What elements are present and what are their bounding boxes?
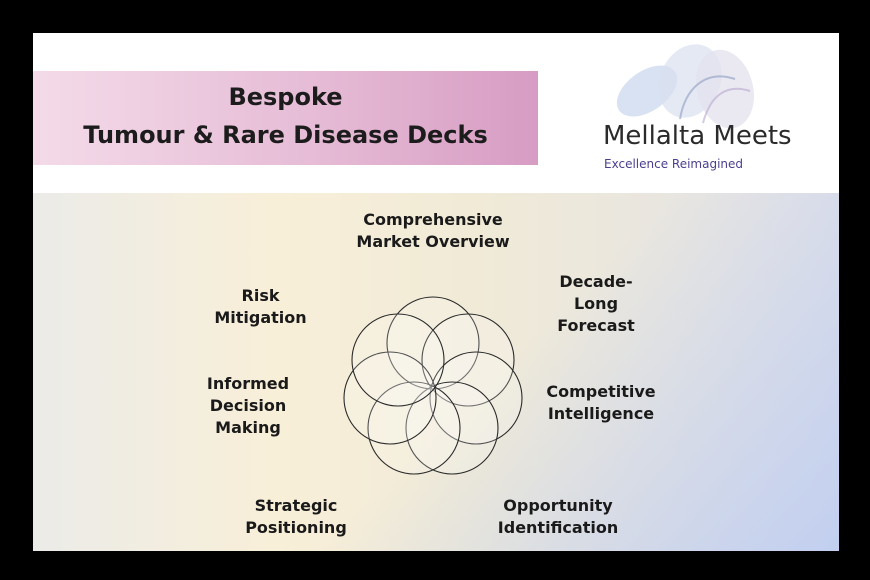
label-line: Decision [209, 396, 287, 415]
label-line: Competitive [546, 382, 656, 401]
diagram-circle [405, 381, 499, 475]
diagram-circle [351, 313, 445, 407]
label-competitive: Competitive Intelligence [541, 381, 661, 425]
label-line: Market Overview [356, 232, 510, 251]
diagram-area: Comprehensive Market Overview Decade- Lo… [33, 193, 839, 551]
overlapping-circles-diagram [343, 296, 523, 475]
diagram-circle [386, 296, 480, 390]
label-risk: Risk Mitigation [203, 285, 318, 329]
label-line: Intelligence [547, 404, 655, 423]
label-forecast: Decade- Long Forecast [541, 271, 651, 337]
label-line: Forecast [557, 316, 635, 335]
slide: Bespoke Tumour & Rare Disease Decks Mell… [33, 33, 839, 551]
label-line: Risk [241, 286, 280, 305]
label-line: Informed [206, 374, 290, 393]
label-line: Identification [497, 518, 619, 537]
label-line: Positioning [245, 518, 347, 537]
label-line: Strategic [254, 496, 338, 515]
title-banner: Bespoke Tumour & Rare Disease Decks [33, 71, 538, 165]
header-band: Bespoke Tumour & Rare Disease Decks Mell… [33, 33, 839, 193]
label-opportunity: Opportunity Identification [488, 495, 628, 539]
diagram-circle [429, 351, 523, 445]
label-line: Comprehensive [363, 210, 503, 229]
label-strategic: Strategic Positioning [231, 495, 361, 539]
label-market-overview: Comprehensive Market Overview [333, 209, 533, 253]
logo-petals-icon [616, 44, 754, 129]
title-line-2: Tumour & Rare Disease Decks [83, 121, 488, 149]
label-line: Mitigation [214, 308, 307, 327]
label-line: Long [573, 294, 619, 313]
title-line-1: Bespoke [228, 83, 343, 111]
diagram-circle [343, 351, 437, 445]
label-line: Decade- [559, 272, 633, 291]
brand-name: Mellalta Meets [603, 121, 792, 151]
label-decision: Informed Decision Making [188, 373, 308, 439]
brand-tagline: Excellence Reimagined [604, 157, 744, 171]
label-line: Opportunity [503, 496, 613, 515]
label-line: Making [215, 418, 281, 437]
